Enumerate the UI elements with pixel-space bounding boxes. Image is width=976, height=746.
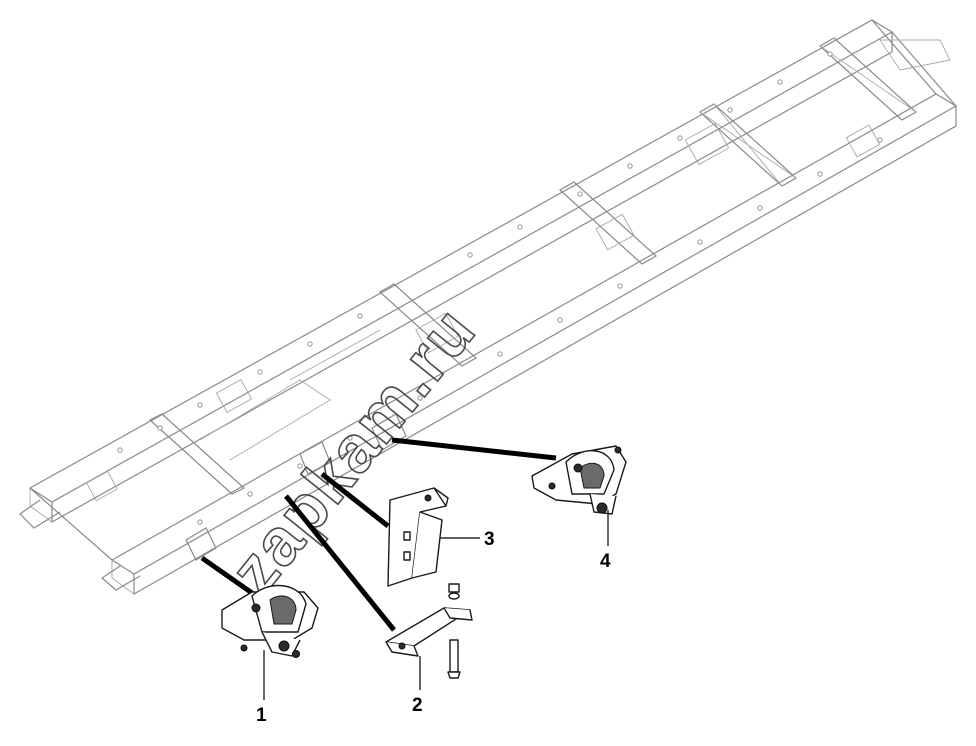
chassis-frame — [19, 19, 958, 596]
leader-lines — [200, 437, 557, 632]
callout-pointers — [263, 510, 609, 700]
watermark-text: zapkam.ru — [215, 293, 489, 607]
rail-holes — [117, 51, 883, 525]
part-1-spring-bracket[interactable] — [221, 584, 319, 658]
part-2-bracket-plate[interactable] — [385, 583, 473, 679]
callout-1: 1 — [256, 705, 267, 726]
callout-3: 3 — [484, 529, 495, 550]
callout-4: 4 — [600, 551, 611, 572]
part-4-spring-bracket[interactable] — [531, 445, 627, 515]
callout-2: 2 — [412, 695, 423, 716]
part-3-support-bracket[interactable] — [387, 487, 449, 587]
